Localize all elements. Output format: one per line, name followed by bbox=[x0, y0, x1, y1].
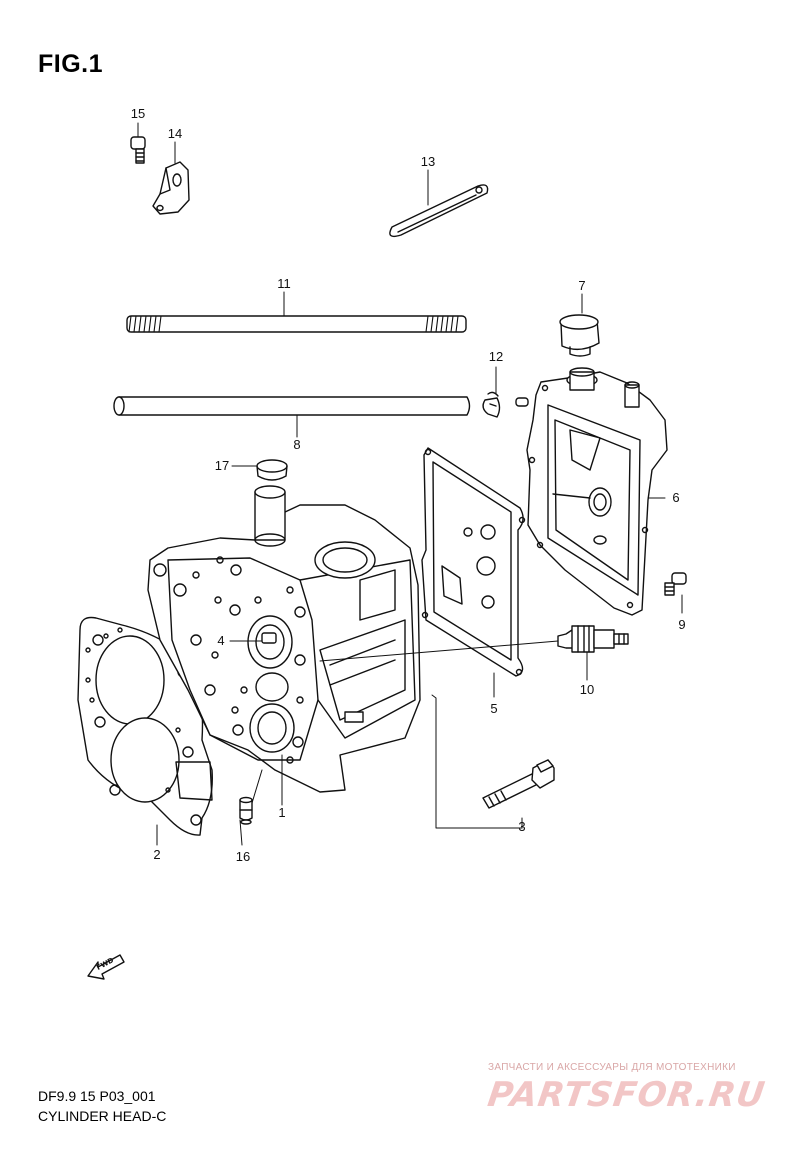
part-3-bolt bbox=[482, 759, 555, 809]
callout-1: 1 bbox=[278, 805, 286, 820]
part-13-strip bbox=[389, 184, 489, 238]
callout-12: 12 bbox=[488, 349, 504, 364]
part-1-cylinder-head bbox=[147, 485, 421, 793]
part-12-clip bbox=[482, 391, 501, 418]
callout-17: 17 bbox=[214, 458, 230, 473]
callout-13: 13 bbox=[420, 154, 436, 169]
part-14-bracket bbox=[152, 161, 190, 215]
footer-code: DF9.9 15 P03_001 bbox=[38, 1088, 156, 1104]
part-15-bolt bbox=[130, 136, 146, 164]
part-10-spark-plug bbox=[557, 625, 629, 653]
part-8-rod bbox=[113, 396, 471, 416]
part-7-cap bbox=[559, 314, 600, 357]
footer-name: CYLINDER HEAD-C bbox=[38, 1108, 167, 1124]
watermark-tagline: ЗАПЧАСТИ И АКСЕССУАРЫ ДЛЯ МОТОТЕХНИКИ bbox=[488, 1062, 736, 1073]
fwd-arrow-icon bbox=[87, 954, 125, 980]
figure-title: FIG.1 bbox=[38, 50, 104, 78]
callout-10: 10 bbox=[579, 682, 595, 697]
callout-2: 2 bbox=[153, 847, 161, 862]
part-9-bolt bbox=[664, 572, 687, 596]
callout-9: 9 bbox=[678, 617, 686, 632]
part-6-head-cover bbox=[515, 367, 668, 616]
callout-11: 11 bbox=[277, 276, 291, 291]
callout-4: 4 bbox=[217, 633, 225, 648]
callout-3: 3 bbox=[518, 819, 526, 834]
callout-8: 8 bbox=[293, 437, 301, 452]
callout-14: 14 bbox=[167, 126, 183, 141]
watermark-brand: PARTSFOR.RU bbox=[485, 1075, 768, 1115]
part-16-dowel bbox=[239, 796, 253, 825]
callout-15: 15 bbox=[130, 106, 146, 121]
leader-lines bbox=[137, 122, 683, 846]
callout-16: 16 bbox=[235, 849, 251, 864]
callout-6: 6 bbox=[672, 490, 680, 505]
part-5-gasket bbox=[421, 447, 526, 677]
part-11-stud bbox=[126, 315, 467, 333]
callout-5: 5 bbox=[490, 701, 498, 716]
callout-7: 7 bbox=[578, 278, 586, 293]
part-17-plug bbox=[256, 459, 288, 481]
